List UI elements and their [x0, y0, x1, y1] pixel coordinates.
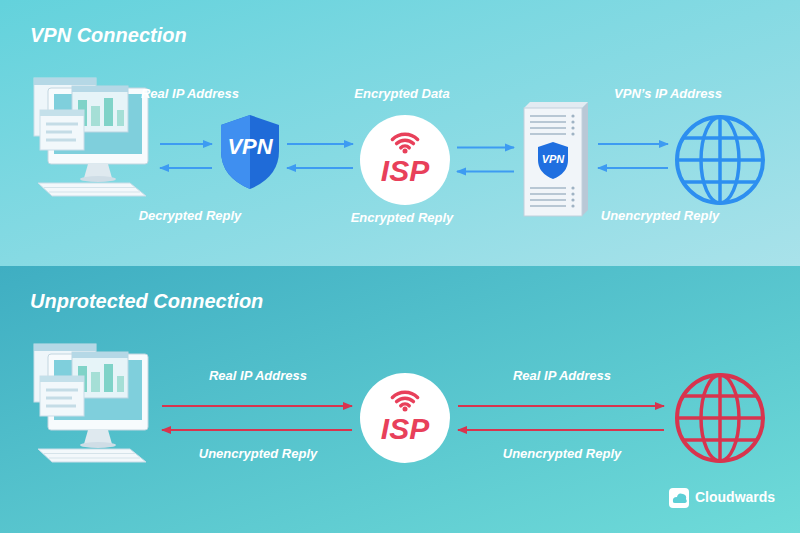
globe-icon [677, 117, 763, 203]
node-label: VPN [227, 113, 272, 159]
server-outline [571, 192, 574, 195]
server-outline [571, 186, 574, 189]
circle-outline [403, 407, 408, 412]
node-label: VPN [542, 100, 569, 166]
computer-icon [34, 344, 148, 462]
server-outline [571, 132, 574, 135]
server-outline [530, 127, 566, 129]
flow-label: Real IP Address [513, 368, 611, 384]
bottom-panel-ground [0, 266, 800, 533]
vpn-shield: VPN [219, 113, 281, 191]
circle-outline [392, 134, 417, 139]
server-outline [571, 114, 574, 117]
circle-outline [397, 140, 414, 143]
circle-outline [360, 373, 450, 463]
globe-icon [677, 375, 763, 461]
flow-label: Decrypted Reply [139, 208, 242, 224]
data-arrow [287, 143, 353, 145]
server-outline [571, 204, 574, 207]
logo-icon [669, 488, 689, 508]
panel-band: VPN ConnectionVPN ISP VPN [0, 0, 800, 266]
flow-label: VPN’s IP Address [614, 86, 722, 102]
circle-outline [397, 398, 414, 401]
server-outline [530, 115, 566, 117]
flow-arrow [162, 429, 352, 431]
server-outline [571, 126, 574, 129]
top-panel-ground [0, 0, 800, 266]
panel-band: Unprotected ConnectionISP [0, 266, 800, 533]
flow-label: Encrypted Reply [351, 210, 454, 226]
flow-arrow [458, 405, 664, 407]
data-arrow [287, 167, 353, 169]
flow-label: Unencrypted Reply [503, 446, 621, 462]
logo-icon [673, 493, 687, 503]
server-outline [530, 205, 566, 207]
flow-label: Unencrypted Reply [601, 208, 719, 224]
server-outline [524, 102, 588, 108]
server-outline [530, 187, 566, 189]
server-outline [530, 121, 566, 123]
brand-name: Cloudwards [695, 489, 775, 505]
server-outline [530, 199, 566, 201]
vpn-server: VPN [520, 100, 590, 218]
flow-arrow [160, 167, 212, 169]
circle-outline [401, 146, 409, 148]
flow-label: Real IP Address [209, 368, 307, 384]
server-outline [571, 120, 574, 123]
flow-arrow [458, 429, 664, 431]
panel-heading: Unprotected Connection [30, 290, 263, 313]
data-arrow [457, 171, 514, 173]
flow-arrow [160, 143, 212, 145]
server-outline [530, 133, 566, 135]
circle-outline [403, 149, 408, 154]
flow-label: Unencrypted Reply [199, 446, 317, 462]
server-outline [571, 198, 574, 201]
flow-arrow [598, 143, 668, 145]
isp-circle: ISP [359, 372, 451, 464]
circle-outline [392, 392, 417, 397]
panel-heading: VPN Connection [30, 24, 187, 47]
flow-arrow [162, 405, 352, 407]
flow-label: Real IP Address [141, 86, 239, 102]
flow-label: Encrypted Data [354, 86, 449, 102]
computer-icon [34, 78, 148, 196]
node-label: ISP [381, 114, 429, 186]
data-arrow [457, 147, 514, 149]
isp-circle: ISP [359, 114, 451, 206]
server-outline [530, 193, 566, 195]
node-label: ISP [381, 372, 429, 444]
circle-outline [360, 115, 450, 205]
circle-outline [401, 404, 409, 406]
logo-icon [669, 488, 689, 508]
flow-arrow [598, 167, 668, 169]
server-outline [582, 102, 588, 216]
